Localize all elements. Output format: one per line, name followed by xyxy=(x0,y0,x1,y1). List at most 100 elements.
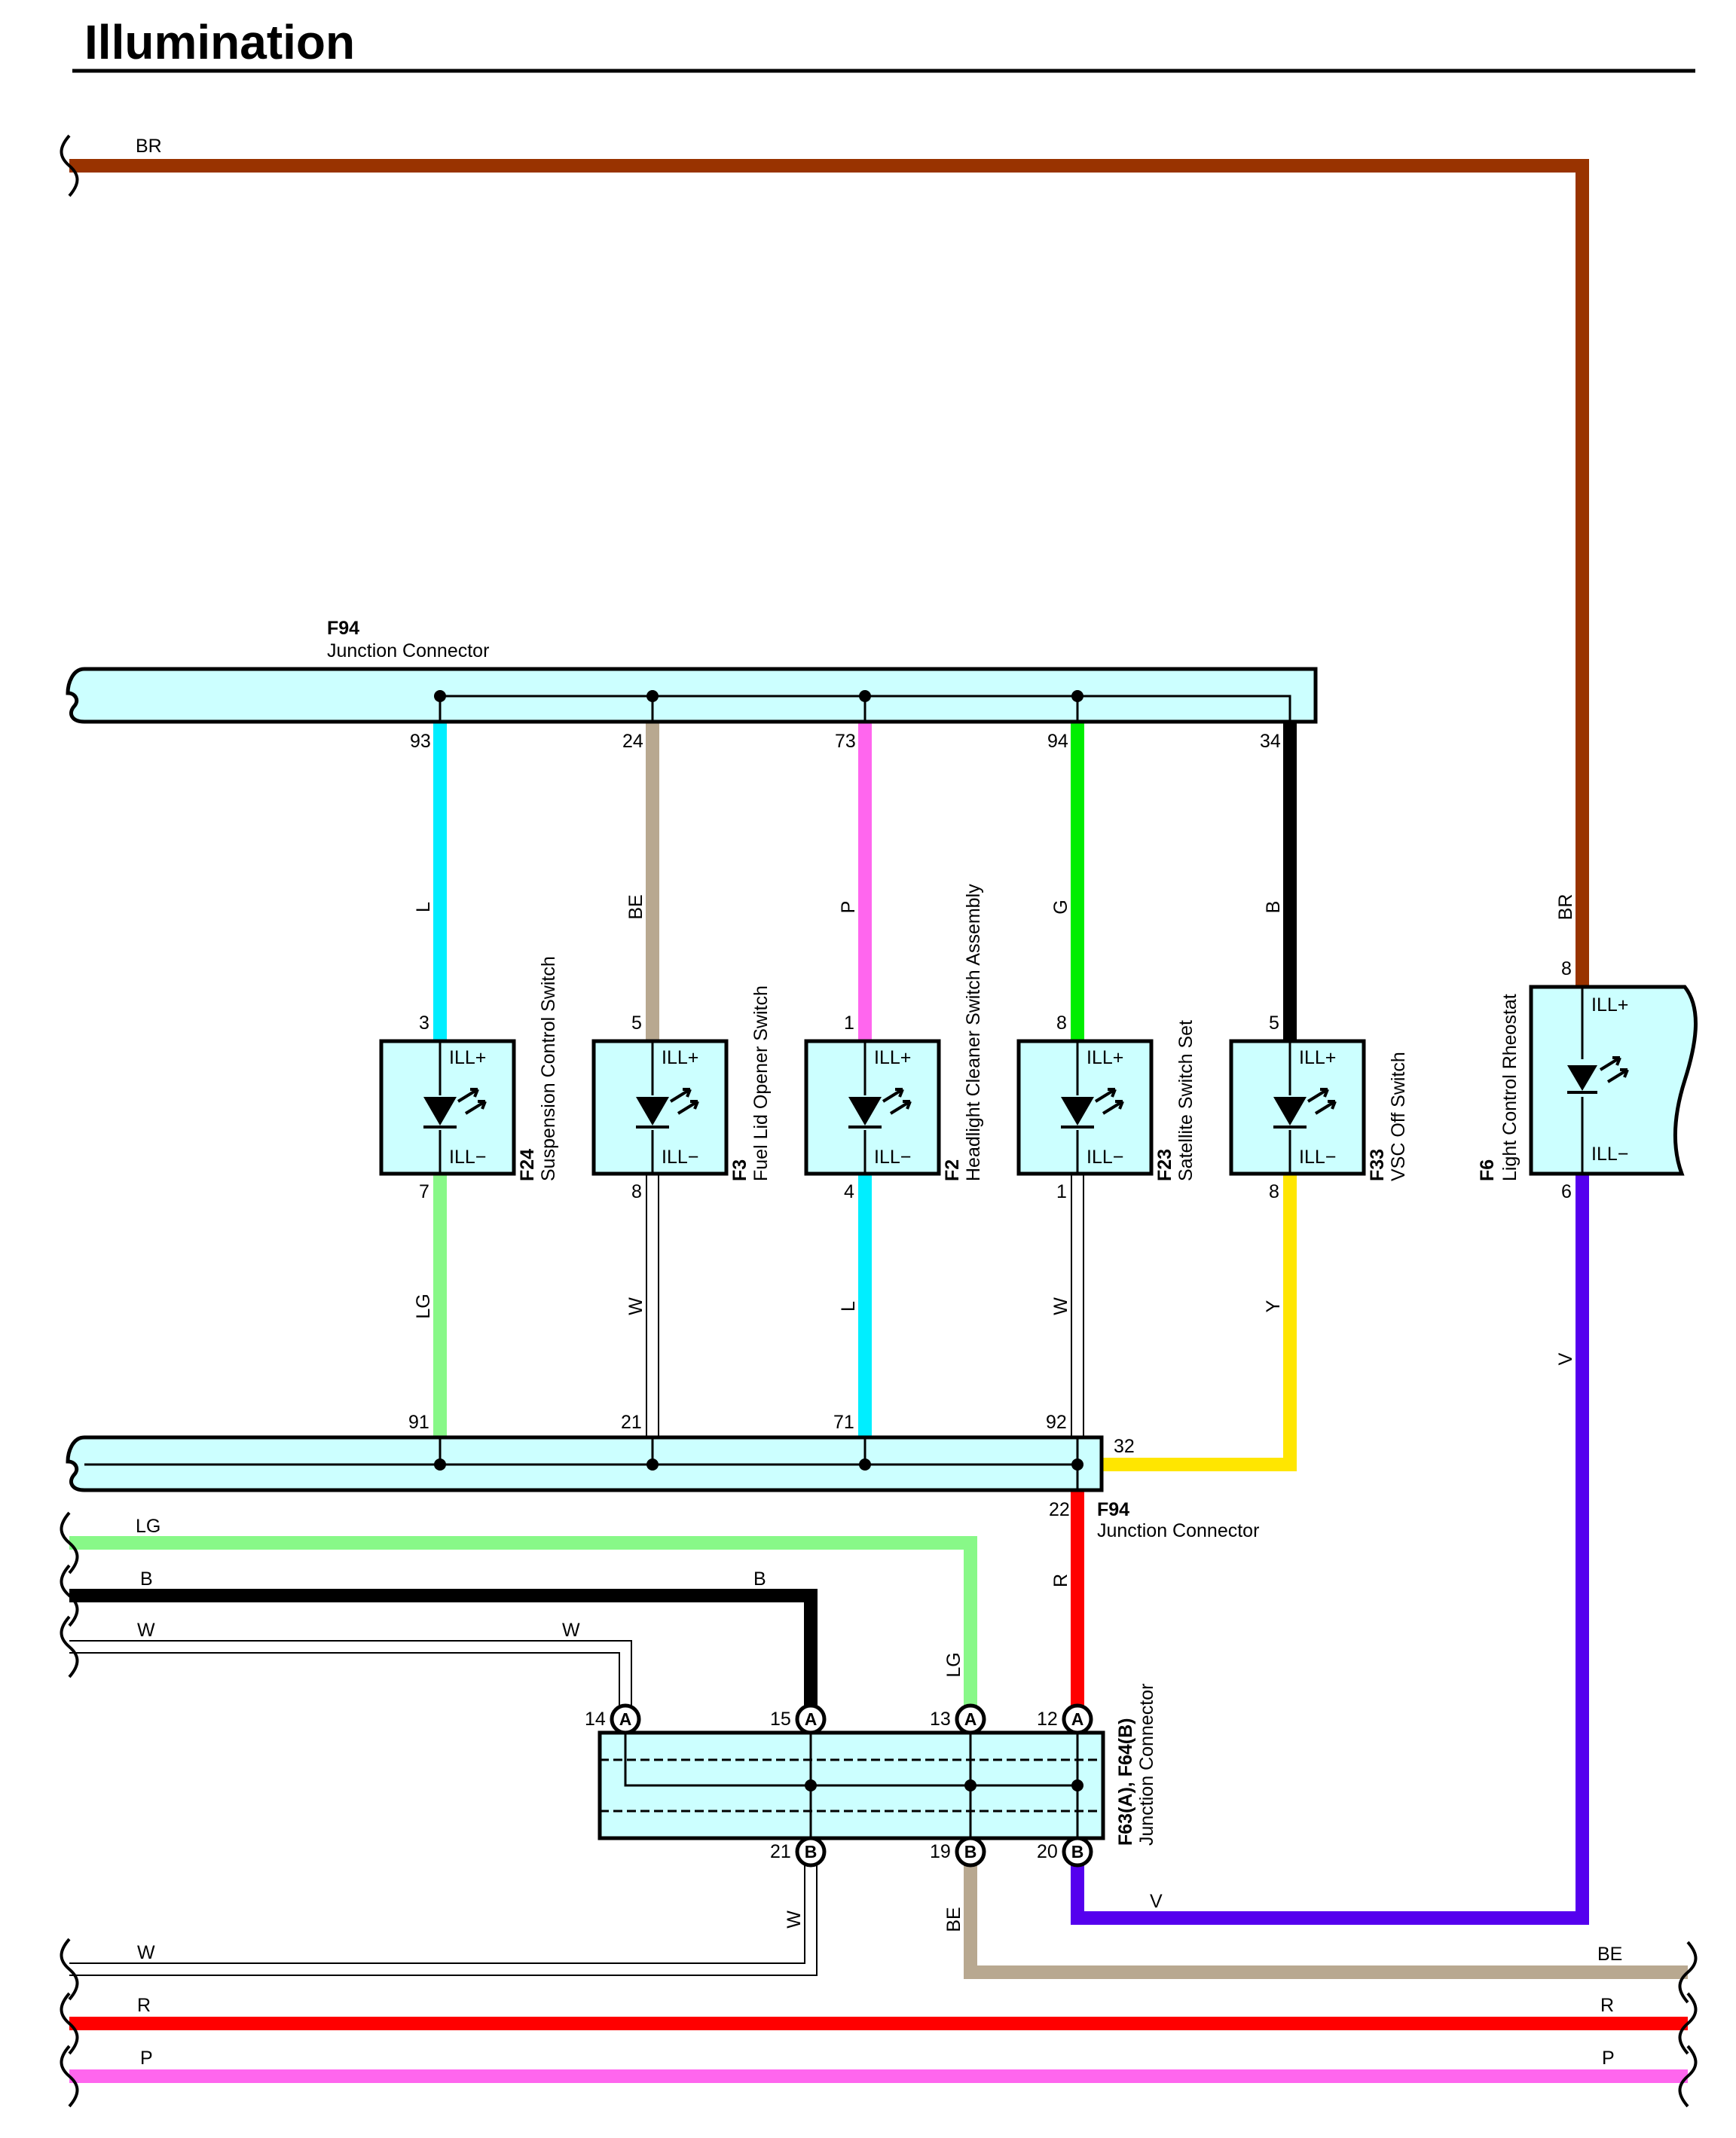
f64-terminal-b20: B xyxy=(1062,1836,1093,1868)
f6-name: Light Control Rheostat xyxy=(1499,994,1521,1181)
f6-pin-8: 8 xyxy=(1561,958,1572,979)
wire-b-left xyxy=(69,1589,818,1719)
switch-name: Fuel Lid Opener Switch xyxy=(750,985,772,1181)
f94-top-name: Junction Connector xyxy=(327,640,489,661)
switch-pin-out: 7 xyxy=(419,1181,429,1202)
f6-ill-minus: ILL− xyxy=(1591,1144,1628,1165)
wire-label-w-end: W xyxy=(562,1620,580,1641)
wire-label-r-left: R xyxy=(137,1995,151,2016)
svg-text:B: B xyxy=(805,1842,818,1862)
f6-code: F6 xyxy=(1477,1159,1498,1181)
wire-label-b-end: B xyxy=(753,1568,766,1590)
wire-label-be-vert: BE xyxy=(943,1907,964,1932)
switch-ill-minus: ILL− xyxy=(1087,1147,1123,1168)
switch-code: F33 xyxy=(1367,1149,1388,1181)
switch-ill-plus: ILL+ xyxy=(874,1047,911,1068)
f64-terminal-b21: B xyxy=(795,1836,827,1868)
f63-terminal-a14: A xyxy=(610,1703,641,1735)
switch-f2 xyxy=(804,1039,941,1176)
bottom-connector-pin: 92 xyxy=(1046,1412,1067,1433)
wire-label-br-vert: BR xyxy=(1555,894,1576,921)
svg-text:A: A xyxy=(964,1709,977,1729)
top-connector-pin: 94 xyxy=(1047,731,1068,752)
wire-label-top: B xyxy=(1263,901,1284,914)
switch-code: F2 xyxy=(942,1159,963,1181)
switch-code: F24 xyxy=(517,1149,538,1181)
page-title: Illumination xyxy=(84,15,355,69)
wire-y-f33-bottom xyxy=(1102,1174,1297,1471)
wire-label-bottom: L xyxy=(838,1301,859,1312)
switch-ill-plus: ILL+ xyxy=(1299,1047,1336,1068)
switch-pin-out: 8 xyxy=(1269,1181,1279,1202)
f63-terminal-a13: A xyxy=(955,1703,986,1735)
switch-f23 xyxy=(1016,1039,1154,1176)
switch-pin-in: 5 xyxy=(631,1012,642,1034)
wire-br xyxy=(69,159,1589,987)
switch-pin-in: 1 xyxy=(844,1012,854,1034)
wire-w-left xyxy=(69,1642,631,1719)
wire-label-w-bottom-vert: W xyxy=(784,1910,805,1929)
rheostat-f6 xyxy=(1529,985,1698,1176)
wire-label-be-right: BE xyxy=(1597,1944,1622,1965)
f6-pin-6: 6 xyxy=(1561,1181,1572,1202)
f63-terminal-a15: A xyxy=(795,1703,827,1735)
wire-label-top: L xyxy=(413,902,434,912)
switch-ill-minus: ILL− xyxy=(1299,1147,1336,1168)
wire-label-top: P xyxy=(838,901,859,914)
switch-pin-in: 8 xyxy=(1056,1012,1067,1034)
wire-label-w-bottom: W xyxy=(137,1942,155,1963)
f94-top-code: F94 xyxy=(327,618,359,639)
switch-pin-out: 4 xyxy=(844,1181,854,1202)
wire-w-left-outline xyxy=(69,1640,632,1719)
wire-label-lg-vert: LG xyxy=(943,1652,964,1677)
wire-label-v-vert: V xyxy=(1555,1352,1576,1365)
wire-label-bottom: W xyxy=(625,1297,646,1315)
f64-pin-19: 19 xyxy=(930,1841,951,1862)
svg-text:B: B xyxy=(964,1842,977,1862)
switch-ill-minus: ILL− xyxy=(874,1147,911,1168)
switch-ill-minus: ILL− xyxy=(449,1147,486,1168)
f63-pin-13: 13 xyxy=(930,1709,951,1730)
switch-code: F3 xyxy=(729,1159,750,1181)
wire-label-bottom: LG xyxy=(413,1293,434,1318)
switch-code: F23 xyxy=(1154,1149,1175,1181)
top-connector-pin: 73 xyxy=(835,731,856,752)
f94-bottom-name: Junction Connector xyxy=(1097,1520,1259,1541)
wire-label-top: BE xyxy=(625,894,646,919)
right-break-marks xyxy=(1678,1941,1698,2108)
svg-text:A: A xyxy=(1071,1709,1084,1729)
switch-f33 xyxy=(1229,1039,1366,1176)
wire-label-br: BR xyxy=(136,136,162,157)
wire-label-r-right: R xyxy=(1600,1995,1614,2016)
wire-w-bottom xyxy=(69,1862,816,1975)
top-connector-pin: 34 xyxy=(1260,731,1281,752)
f63-terminal-a12: A xyxy=(1062,1703,1093,1735)
f64-pin-20: 20 xyxy=(1037,1841,1058,1862)
switch-name: VSC Off Switch xyxy=(1388,1052,1409,1181)
f63-pin-12: 12 xyxy=(1037,1709,1058,1730)
connector-f94-top xyxy=(66,667,1318,724)
wire-lg-left xyxy=(69,1536,977,1719)
wire-label-top: G xyxy=(1050,899,1071,914)
wire-label-b: B xyxy=(140,1568,153,1590)
f63-name: Junction Connector xyxy=(1136,1684,1157,1846)
switch-pin-in: 3 xyxy=(419,1012,429,1034)
left-break-marks xyxy=(60,134,79,2108)
top-connector-pin: 93 xyxy=(410,731,431,752)
wire-label-lg: LG xyxy=(136,1516,160,1537)
wire-label-bottom: Y xyxy=(1263,1300,1284,1312)
switch-ill-plus: ILL+ xyxy=(662,1047,698,1068)
svg-text:A: A xyxy=(805,1709,818,1729)
wire-label-v-bottom: V xyxy=(1150,1891,1163,1912)
bottom-connector-pin: 71 xyxy=(833,1412,854,1433)
bottom-connector-pin: 21 xyxy=(621,1412,642,1433)
top-connector-pin: 24 xyxy=(622,731,643,752)
wire-label-bottom: W xyxy=(1050,1297,1071,1315)
f63-pin-15: 15 xyxy=(770,1709,791,1730)
svg-text:B: B xyxy=(1071,1842,1084,1862)
wire-label-p-right: P xyxy=(1602,2048,1615,2069)
connector-f94-bottom xyxy=(66,1435,1104,1492)
f94-pin-32: 32 xyxy=(1114,1436,1135,1457)
